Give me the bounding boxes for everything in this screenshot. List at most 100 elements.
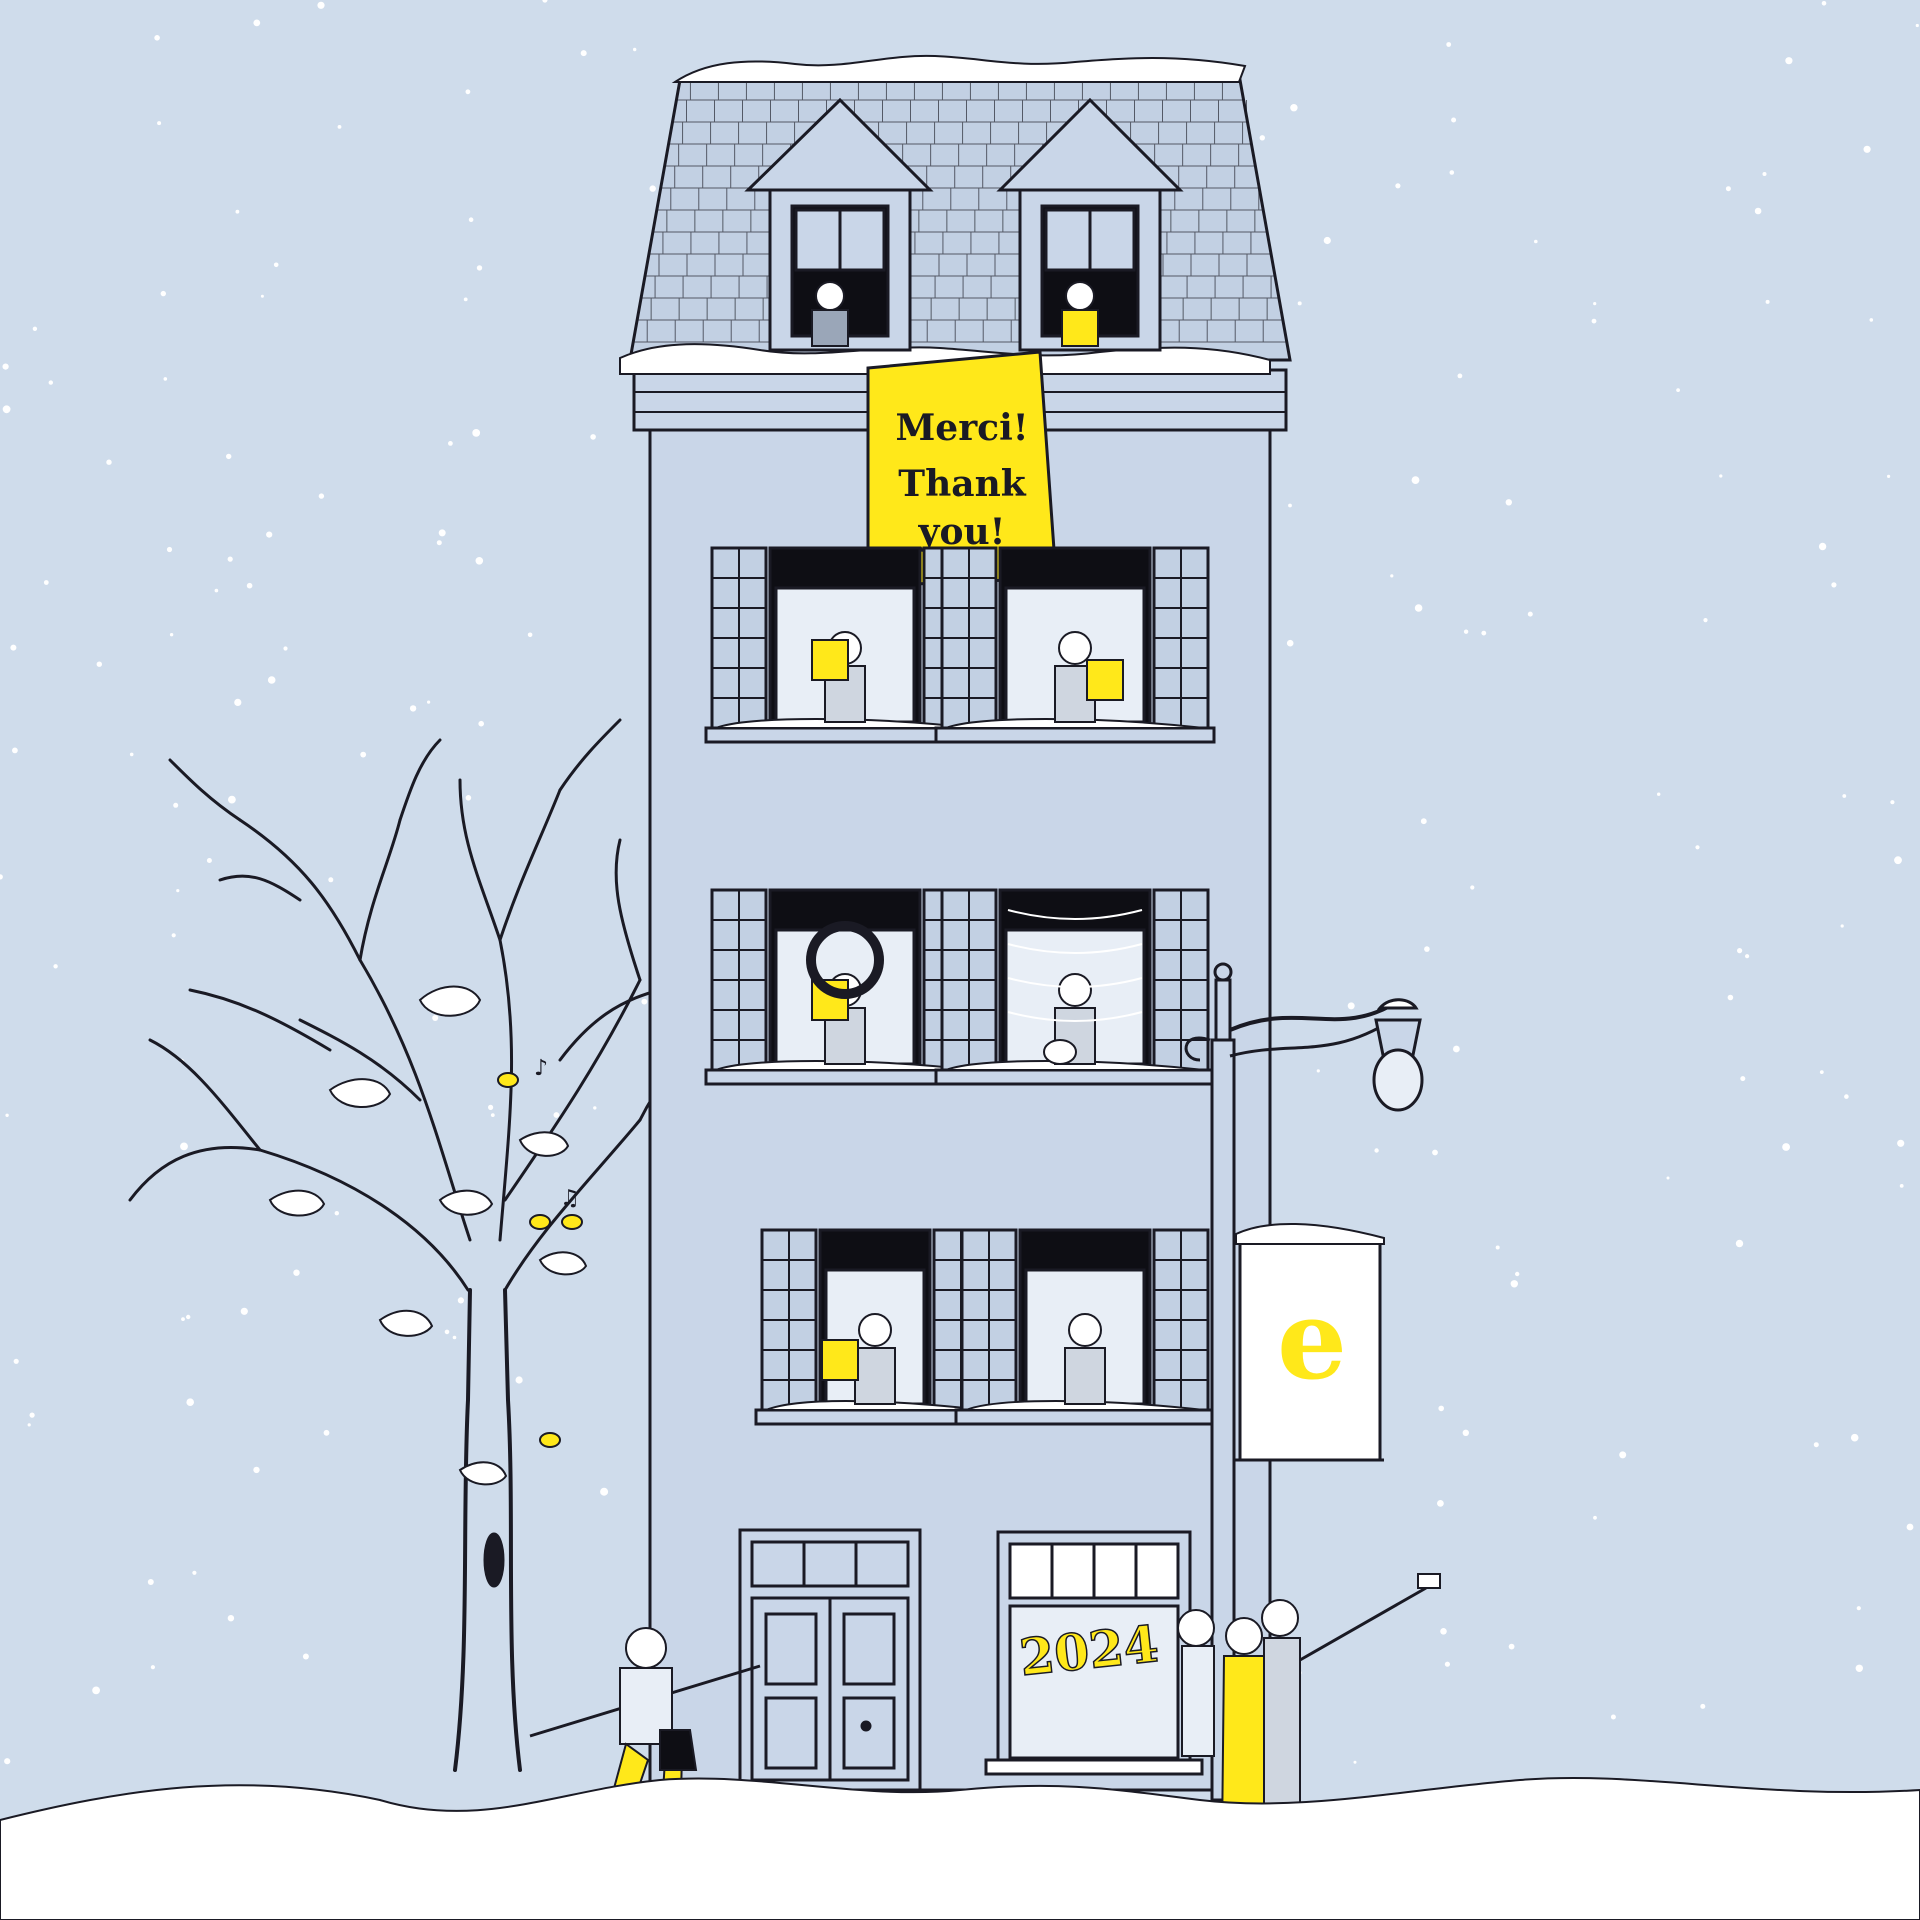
snowflake-icon	[1727, 994, 1734, 1001]
snowflake-icon	[160, 290, 166, 297]
svg-text:♪: ♪	[534, 1056, 548, 1081]
wreath-icon	[806, 921, 884, 999]
snowflake-icon	[1657, 792, 1661, 796]
snowflake-icon	[1347, 1002, 1355, 1010]
bare-tree	[128, 718, 702, 1772]
snowflake-icon	[1440, 1628, 1447, 1635]
flag-logo: e	[1277, 1275, 1347, 1404]
snowflake-icon	[1619, 1451, 1627, 1459]
snowflake-icon	[1414, 604, 1423, 612]
snowflake-icon	[1453, 1045, 1460, 1053]
snowflake-icon	[228, 795, 236, 804]
snowflake-icon	[234, 698, 242, 707]
snowflake-icon	[475, 557, 484, 565]
string-lights	[1007, 943, 1143, 954]
snowflake-icon	[337, 125, 342, 129]
snowflake-icon	[214, 588, 219, 593]
snowflake-icon	[1855, 1664, 1864, 1673]
snowflake-icon	[1819, 1070, 1824, 1074]
snowflake-icon	[448, 441, 453, 446]
snowflake-icon	[266, 531, 273, 538]
music-note-icon: ♪ ♫	[534, 1056, 580, 1211]
snowflake-icon	[1610, 1714, 1616, 1720]
snowflake-icon	[1740, 1076, 1746, 1082]
string-lights	[1007, 909, 1143, 920]
snowflake-icon	[463, 297, 468, 302]
banner-line-3: you!	[918, 511, 1006, 553]
snowflake-icon	[476, 265, 483, 271]
snowflake-icon	[1785, 57, 1793, 65]
snowflake-icon	[649, 185, 656, 192]
snowflake-icon	[1725, 186, 1731, 192]
snowflake-icon	[1437, 1500, 1444, 1507]
snowflake-icon	[192, 1570, 197, 1575]
snowflake-icon	[29, 1412, 35, 1418]
snowflake-icon	[1449, 170, 1455, 175]
snowflake-icon	[4, 1758, 11, 1765]
snowflake-icon	[590, 434, 596, 440]
snowflake-icon	[1470, 885, 1475, 890]
snowflake-icon	[438, 529, 446, 537]
snowflake-icon	[468, 217, 474, 222]
svg-text:♫: ♫	[560, 1186, 580, 1211]
year-sign: 2024	[1017, 1614, 1162, 1687]
person-right-dormer	[1061, 281, 1099, 347]
snowflake-icon	[1897, 1139, 1905, 1147]
snowflake-icon	[1695, 845, 1700, 850]
snowflake-icon	[206, 858, 212, 863]
snowflake-icon	[235, 209, 240, 214]
snowflake-icon	[436, 540, 442, 546]
snowflake-icon	[1887, 474, 1891, 478]
snowflake-icon	[1534, 239, 1538, 244]
snowflake-icon	[1676, 388, 1680, 392]
snowflake-icon	[472, 429, 481, 437]
snowflake-icon	[1288, 503, 1292, 508]
snowflake-icon	[1745, 954, 1750, 959]
snowflake-icon	[53, 964, 58, 969]
snowflake-icon	[515, 1376, 523, 1384]
snowflake-icon	[527, 632, 533, 638]
snowflake-icon	[1395, 183, 1401, 189]
snowflake-icon	[1593, 302, 1597, 306]
snowflake-icon	[1894, 856, 1902, 865]
snowflake-icon	[273, 262, 279, 268]
snowflake-icon	[317, 1, 325, 9]
snowflake-icon	[318, 493, 325, 499]
snowflake-icon	[1510, 1280, 1519, 1288]
snowflake-icon	[490, 1113, 495, 1117]
snowflake-icon	[13, 1358, 19, 1364]
snowflake-icon	[173, 802, 179, 808]
snowflake-icon	[1444, 1661, 1450, 1667]
snowflake-icon	[293, 1269, 300, 1276]
snowflake-icon	[1316, 1069, 1320, 1073]
snowflake-icon	[5, 1113, 9, 1118]
yellow-sweater	[821, 1339, 859, 1381]
snowflake-icon	[1420, 818, 1427, 825]
snowflake-icon	[334, 1211, 339, 1216]
window	[754, 1228, 996, 1426]
snowflake-icon	[457, 1297, 464, 1304]
cat-icon	[1043, 1039, 1077, 1065]
tree-snow	[268, 985, 588, 1486]
snowflake-icon	[1411, 476, 1420, 484]
snowflake-icon	[253, 1466, 260, 1474]
snow-ground	[0, 1776, 1920, 1920]
snowflake-icon	[553, 1112, 560, 1118]
yellow-sweater	[1086, 659, 1124, 701]
skate-icon	[659, 1729, 698, 1771]
cornice-snow	[619, 343, 1271, 375]
snowflake-icon	[1737, 948, 1743, 954]
snowflake-icon	[154, 35, 160, 41]
string-lights	[1007, 977, 1143, 988]
window	[704, 546, 986, 744]
snowflake-icon	[1457, 373, 1463, 379]
snowflake-icon	[176, 889, 180, 893]
street-flag	[1234, 1222, 1385, 1462]
snowflake-icon	[227, 556, 233, 562]
snowflake-icon	[1463, 629, 1469, 634]
front-door	[738, 1528, 922, 1792]
snowflake-icon	[465, 795, 472, 801]
snowflake-icon	[1700, 1703, 1706, 1709]
snowflake-icon	[163, 377, 168, 381]
snowflake-icon	[1259, 135, 1266, 141]
